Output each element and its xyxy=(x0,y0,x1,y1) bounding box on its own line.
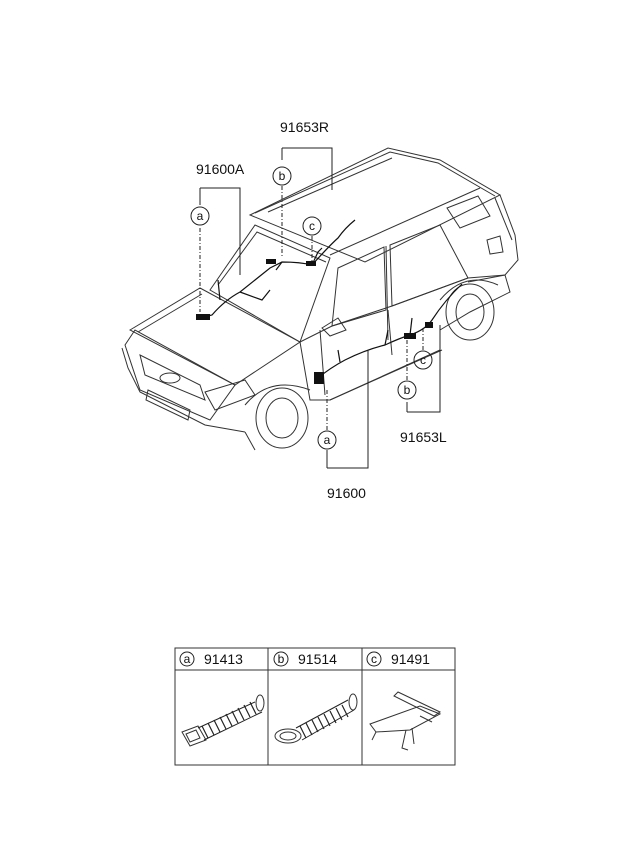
svg-text:a: a xyxy=(197,209,204,223)
table-header-a: a 91413 xyxy=(179,651,243,667)
part-number-91514: 91514 xyxy=(298,651,337,667)
grommet-round-icon xyxy=(181,694,265,747)
svg-text:b: b xyxy=(404,383,411,397)
grommet-oval-icon xyxy=(274,693,358,744)
label-91600: 91600 xyxy=(327,485,366,501)
vehicle-illustration xyxy=(121,147,519,451)
table-header-b: b 91514 xyxy=(273,651,337,667)
circle-callout-a-lower: a xyxy=(317,430,337,450)
leader-lines xyxy=(199,147,441,469)
svg-text:a: a xyxy=(184,652,191,666)
circle-callout-b-lower: b xyxy=(397,380,417,400)
parts-table: a 91413 b 91514 c 91491 xyxy=(174,647,456,766)
svg-text:a: a xyxy=(324,433,331,447)
label-91653R: 91653R xyxy=(280,119,329,135)
svg-text:c: c xyxy=(309,219,315,233)
harness-wires xyxy=(196,219,463,384)
svg-text:c: c xyxy=(420,353,426,367)
table-header-c: c 91491 xyxy=(366,651,430,667)
label-91653L: 91653L xyxy=(400,429,447,445)
svg-text:b: b xyxy=(279,169,286,183)
label-91600A: 91600A xyxy=(196,161,245,177)
svg-text:b: b xyxy=(278,652,285,666)
part-number-91491: 91491 xyxy=(391,651,430,667)
part-number-91413: 91413 xyxy=(204,651,243,667)
circle-callout-c-lower: c xyxy=(413,350,433,370)
circle-callout-b-upper: b xyxy=(272,166,292,186)
circle-callout-a-upper: a xyxy=(190,206,210,226)
circle-callout-c-upper: c xyxy=(302,216,322,236)
bracket-clip-icon xyxy=(369,691,442,751)
svg-text:c: c xyxy=(371,652,377,666)
